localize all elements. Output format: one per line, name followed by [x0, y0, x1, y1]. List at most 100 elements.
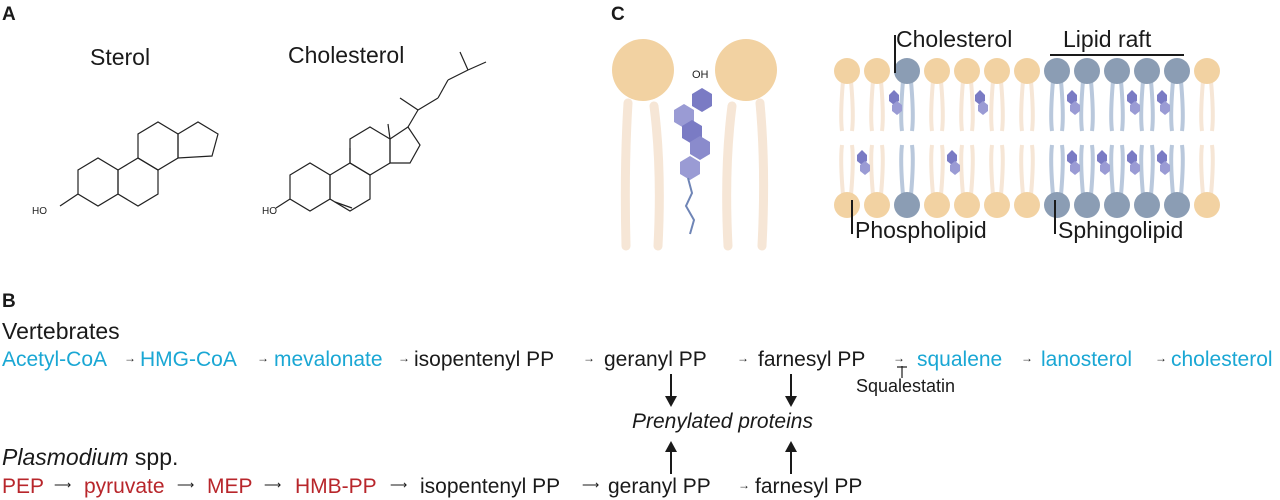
lipid-tail [1019, 144, 1025, 196]
lipid-tail [989, 80, 995, 132]
cholesterol-molecule [860, 161, 870, 175]
lipid-tail [1209, 80, 1215, 132]
pw-mevalonate: mevalonate [274, 348, 383, 371]
phospholipid-head [864, 58, 890, 84]
lipid-tail [1089, 144, 1095, 196]
cholesterol-molecule [978, 101, 988, 115]
membrane-bilayer [834, 58, 1220, 218]
phospholipid-head [1194, 58, 1220, 84]
lipid-tail [1059, 80, 1065, 132]
lipid-tail [1199, 80, 1205, 132]
sphingolipid-head [1104, 58, 1130, 84]
cholesterol-molecule [1157, 90, 1167, 105]
cholesterol-molecule [1067, 150, 1077, 165]
sphingolipid-head [1074, 192, 1100, 218]
cholesterol-molecule [892, 101, 902, 115]
arrow-right-icon: ⟶ [264, 478, 282, 492]
lipid-tail [909, 80, 915, 132]
lipid-tail [1119, 80, 1125, 132]
panel-letter-a: A [2, 4, 16, 25]
pw-geranyl-pp: geranyl PP [604, 348, 707, 371]
pw-hmg-coa: HMG-CoA [140, 348, 237, 371]
arrow-right-icon: → [737, 351, 749, 365]
lipid-tail [969, 80, 975, 132]
cholesterol-molecule [947, 150, 957, 165]
lipid-tail [1049, 144, 1055, 196]
cholesterol-molecule [889, 90, 899, 105]
lipid-tail [1109, 80, 1115, 132]
pw-plasmodium-farnesyl-pp: farnesyl PP [755, 475, 863, 498]
sphingolipid-head [1134, 58, 1160, 84]
vertebrates-label: Vertebrates [2, 318, 120, 344]
phospholipid-head [1014, 192, 1040, 218]
arrow-right-icon: → [398, 351, 410, 365]
lipid-raft-label: Lipid raft [1063, 26, 1152, 52]
cholesterol-molecule [950, 161, 960, 175]
sphingolipid-label: Sphingolipid [1058, 217, 1184, 243]
arrow-right-icon: → [257, 351, 269, 365]
lipid-tail [849, 80, 855, 132]
sterol-ho-label: HO [32, 206, 47, 217]
prenylated-proteins-label: Prenylated proteins [632, 410, 813, 433]
pw-cholesterol: cholesterol [1171, 348, 1273, 371]
sphingolipid-head [1164, 192, 1190, 218]
cholesterol-molecule [1070, 161, 1080, 175]
lipid-tail [989, 144, 995, 196]
lipid-tail [839, 80, 845, 132]
arrow-right-icon: → [124, 351, 136, 365]
lipid-tail [1139, 144, 1145, 196]
phospholipid-head [954, 58, 980, 84]
lipid-tail [1019, 80, 1025, 132]
cholesterol-title: Cholesterol [288, 42, 405, 68]
plasmodium-spp: spp. [128, 444, 179, 470]
pw-mep: MEP [207, 475, 253, 498]
pw-plasmodium-geranyl-pp: geranyl PP [608, 475, 711, 498]
sphingolipid-head [1044, 192, 1070, 218]
lipid-tail [1149, 80, 1155, 132]
panel-letter-c: C [611, 4, 625, 25]
pw-lanosterol: lanosterol [1041, 348, 1133, 371]
lipid-tail [999, 80, 1005, 132]
lipid-tail [909, 144, 915, 196]
phospholipid-head [924, 192, 950, 218]
cholesterol-label: Cholesterol [896, 26, 1013, 52]
phospholipid-head [984, 58, 1010, 84]
inhibition-arrow-icon: → [893, 351, 905, 365]
pw-isopentenyl-pp: isopentenyl PP [414, 348, 555, 371]
lipid-tail [939, 80, 945, 132]
panel-letter-b: B [2, 291, 16, 312]
phospholipid-head [924, 58, 950, 84]
squalestatin-inhibitor-mark [897, 366, 907, 378]
lipid-tail [1179, 80, 1185, 132]
single-sterol-diagram: OH [612, 39, 777, 251]
sphingolipid-head [1104, 192, 1130, 218]
cholesterol-molecule [1100, 161, 1110, 175]
lipid-tail [929, 144, 935, 196]
cholesterol-molecule [975, 90, 985, 105]
lipid-tail [1029, 144, 1035, 196]
pw-acetyl-coa: Acetyl-CoA [2, 348, 108, 371]
arrow-down-icon [785, 374, 797, 407]
phospholipid-head [954, 192, 980, 218]
phospholipid-head [864, 192, 890, 218]
arrow-right-icon: ⟶ [177, 478, 195, 492]
lipid-tail [1089, 80, 1095, 132]
pw-plasmodium-isopentenyl-pp: isopentenyl PP [420, 475, 561, 498]
lipid-tail [1169, 144, 1175, 196]
lipid-tail [1109, 144, 1115, 196]
sterol-structure: HO [32, 121, 219, 217]
arrow-down-icon [665, 374, 677, 407]
lipid-tail [939, 144, 945, 196]
sphingolipid-head [1164, 58, 1190, 84]
lipid-tail [1049, 80, 1055, 132]
cholesterol-pointer [894, 35, 896, 73]
phospholipid-pointer [851, 200, 853, 234]
cholesterol-molecule [1127, 150, 1137, 165]
lipid-tail [869, 80, 875, 132]
phospholipid-head [1194, 192, 1220, 218]
sphingolipid-head [1044, 58, 1070, 84]
arrow-right-icon: ⟶ [582, 478, 600, 492]
lipid-tail [1079, 144, 1085, 196]
lipid-tail [839, 144, 845, 196]
lipid-tail [879, 144, 885, 196]
